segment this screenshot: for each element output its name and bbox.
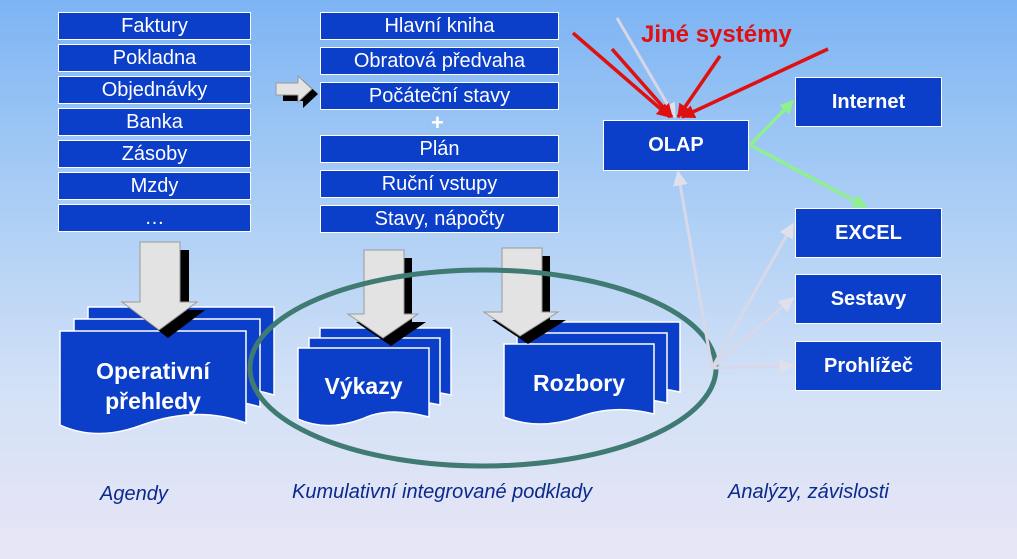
agenda-box-objednavky: Objednávky — [58, 76, 251, 104]
rozbory-label: Rozbory — [533, 370, 625, 396]
down-arrow-agendy — [120, 241, 205, 338]
vykazy-document-stack — [297, 327, 452, 427]
output-box-excel: EXCEL — [795, 208, 942, 258]
ucetni-box-plan: Plán — [320, 135, 559, 163]
output-box-sestavy: Sestavy — [795, 274, 942, 324]
agenda-box-mzdy: Mzdy — [58, 172, 251, 200]
jine-systemy-label: Jiné systémy — [641, 21, 792, 48]
agenda-box-pokladna: Pokladna — [58, 44, 251, 72]
caption-agendy: Agendy — [100, 483, 168, 505]
jine-systemy-arrows — [571, 17, 829, 119]
plus-sign: + — [431, 110, 444, 135]
ucetni-box-rucni-vstupy: Ruční vstupy — [320, 170, 559, 198]
caption-analyzy: Analýzy, závislosti — [728, 481, 889, 503]
ucetni-box-pocatecni-stavy: Počáteční stavy — [320, 82, 559, 110]
agenda-box-zasoby: Zásoby — [58, 140, 251, 168]
output-box-internet: Internet — [795, 77, 942, 127]
agenda-box-banka: Banka — [58, 108, 251, 136]
olap-box: OLAP — [603, 120, 749, 171]
ucetni-box-obratova-predvaha: Obratová předvaha — [320, 47, 559, 75]
ucetni-box-stavy-napocty: Stavy, nápočty — [320, 205, 559, 233]
agenda-box-faktury: Faktury — [58, 12, 251, 40]
olap-output-arrows — [748, 99, 868, 209]
operativni-document-stack — [59, 306, 275, 435]
ucetni-box-hlavni-kniha: Hlavní kniha — [320, 12, 559, 40]
agenda-box-ellipsis: … — [58, 204, 251, 232]
vykazy-label: Výkazy — [324, 373, 403, 399]
rozbory-document-stack — [503, 321, 681, 425]
operativni-prehledy-label: Operativní přehledy — [96, 358, 210, 414]
output-box-prohlizec: Prohlížeč — [795, 341, 942, 391]
analysis-hub-arrows — [672, 170, 795, 374]
caption-kumulativni: Kumulativní integrované podklady — [292, 481, 593, 503]
right-arrow-pocatecni — [275, 74, 318, 108]
